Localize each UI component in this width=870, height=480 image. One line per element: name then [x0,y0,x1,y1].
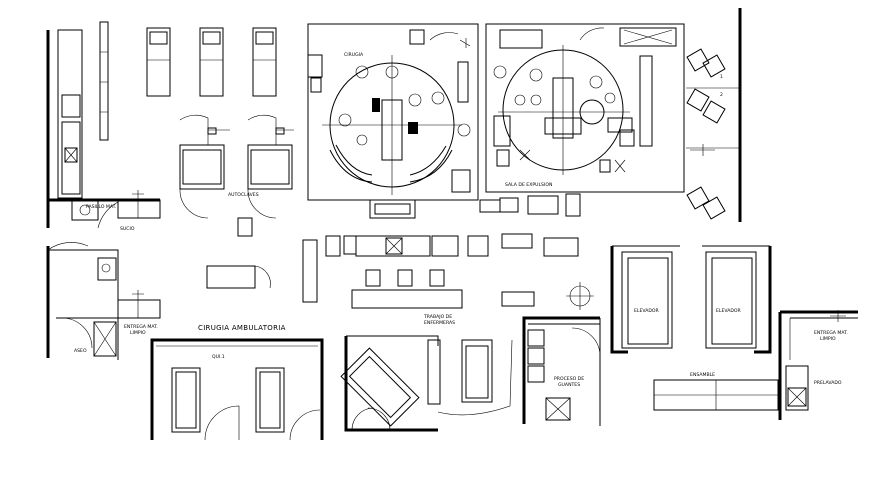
trabajo-enfermeras-label-2: ENFERMERAS [424,320,455,326]
chair-number-1: 1 [720,74,723,80]
cirugia-ambulatoria-room: CIRUGIA AMBULATORIA QUI.1 [150,324,324,441]
sala-expulsion-label: SALA DE EXPULSION [505,182,552,188]
proceso-guantes-label-2: GUANTES [558,382,580,388]
left-counter-block [46,21,161,229]
proceso-guantes-label-1: PROCESO DE [554,376,584,382]
trabajo-enfermeras-label-1: TRABAJO DE [423,314,452,320]
autoclaves-area: AUTOCLAVES [179,114,294,237]
chair-number-2: 2 [720,92,723,98]
pasillo-sucio-label-2: SUCIO [120,226,135,232]
cirugia-room: CIRUGIA [307,23,479,219]
ensamble-prelavado-area: ENSAMBLE ENTREGA MAT. LIMPIO PRELAVADO [653,310,858,420]
aseo-area: PASILLO MAT. SUCIO ENTREGA MAT. LIMPIO A… [46,204,161,360]
waiting-chairs: 1 2 [686,8,742,222]
aseo-label: ASEO [74,348,87,354]
prelavado-label: PRELAVADO [814,380,842,386]
cirugia-ambulatoria-label: CIRUGIA AMBULATORIA [198,324,286,332]
entrega-limpio-label-2: LIMPIO [130,330,146,336]
autoclaves-label: AUTOCLAVES [228,192,259,198]
cirugia-label: CIRUGIA [344,52,364,58]
elevador-1-label: ELEVADOR [634,308,660,314]
entrega-limpio-right-label-2: LIMPIO [820,336,836,342]
ensamble-label: ENSAMBLE [690,372,715,378]
central-equipment [206,193,594,310]
stretchers-row [146,27,277,97]
proceso-guantes-room: PROCESO DE GUANTES [522,316,601,426]
elevador-2-label: ELEVADOR [716,308,742,314]
trabajo-enfermeras-room: TRABAJO DE ENFERMERAS [340,314,513,432]
qui-1-label: QUI.1 [212,354,225,360]
elevators-block: ELEVADOR ELEVADOR [610,245,772,354]
sala-expulsion-room: SALA DE EXPULSION [485,23,685,193]
entrega-limpio-right-label-1: ENTREGA MAT. [814,330,848,336]
entrega-limpio-label-1: ENTREGA MAT. [124,324,158,330]
pasillo-sucio-label-1: PASILLO MAT. [86,204,116,210]
